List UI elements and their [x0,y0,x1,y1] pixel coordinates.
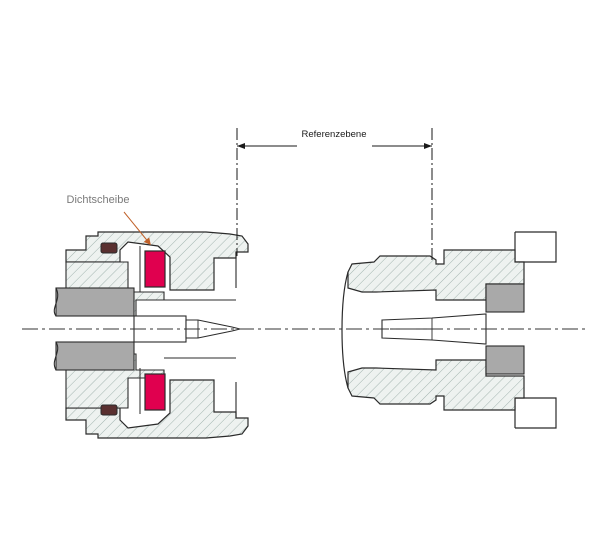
right-body-lower [347,359,525,411]
reference-plane-label: Referenzebene [302,129,367,140]
o-ring-lower [100,404,118,416]
left-connector [53,231,249,439]
sealing-washer-lower [144,373,166,411]
right-insulator-lower [485,345,525,375]
sealing-washer-callout: Dichtscheibe [67,194,151,246]
left-break-line [53,287,59,371]
sealing-washer-label: Dichtscheibe [67,194,130,206]
left-dielectric-lower [55,341,135,371]
reference-arrow-left [237,143,245,149]
sealing-washer-upper [144,250,166,288]
right-body-upper [347,249,525,301]
right-front-face [341,271,349,389]
left-dielectric-upper [55,287,135,317]
reference-arrow-right [424,143,432,149]
o-ring-upper [100,242,118,254]
right-mounting-plate [514,231,557,429]
right-insulator-upper [485,283,525,313]
right-connector [341,231,557,429]
sealing-washer-leader [123,211,151,246]
reference-plane-dimension: Referenzebene [236,128,433,262]
